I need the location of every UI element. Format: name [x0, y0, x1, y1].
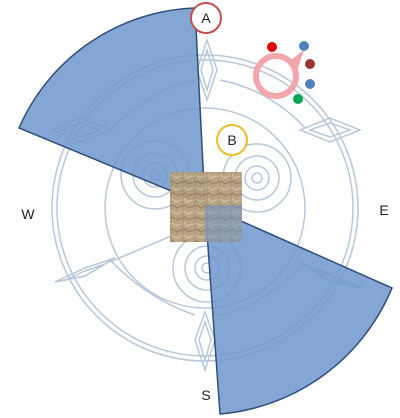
marker-b-label: B — [227, 132, 236, 148]
marker-a-label: A — [201, 10, 211, 26]
pink-ring-pointer — [288, 50, 304, 74]
middle-ring — [104, 107, 306, 309]
pink-ring — [253, 53, 299, 99]
center-tile-overlap — [205, 205, 242, 242]
dot-blue-bottom[interactable] — [305, 79, 315, 89]
arc-connector-sw — [111, 261, 196, 316]
compass-label-east: E — [379, 202, 388, 218]
diamond-ornament-south — [194, 309, 216, 373]
compass-label-south: S — [201, 387, 210, 403]
ring-cluster-east — [222, 143, 292, 213]
dot-red[interactable] — [267, 42, 277, 52]
diamond-ornament-ne — [297, 117, 363, 143]
dot-blue-top[interactable] — [299, 41, 309, 51]
pink-ring-icon[interactable] — [253, 50, 304, 99]
marker-a[interactable]: A — [190, 2, 222, 34]
sector-south-east — [204, 203, 393, 415]
diamond-ornament-north — [196, 37, 218, 103]
dot-green[interactable] — [293, 94, 303, 104]
arc-connector-ne — [219, 79, 306, 129]
compass-label-west: W — [21, 206, 35, 222]
marker-b[interactable]: B — [216, 124, 248, 156]
dot-dark-red[interactable] — [305, 59, 315, 69]
outer-ring-inner — [56, 59, 354, 357]
sector-north-west — [18, 7, 206, 207]
marker-b-ring — [216, 124, 248, 156]
diamond-ornament-sw — [54, 257, 116, 283]
marker-a-ring — [190, 2, 222, 34]
